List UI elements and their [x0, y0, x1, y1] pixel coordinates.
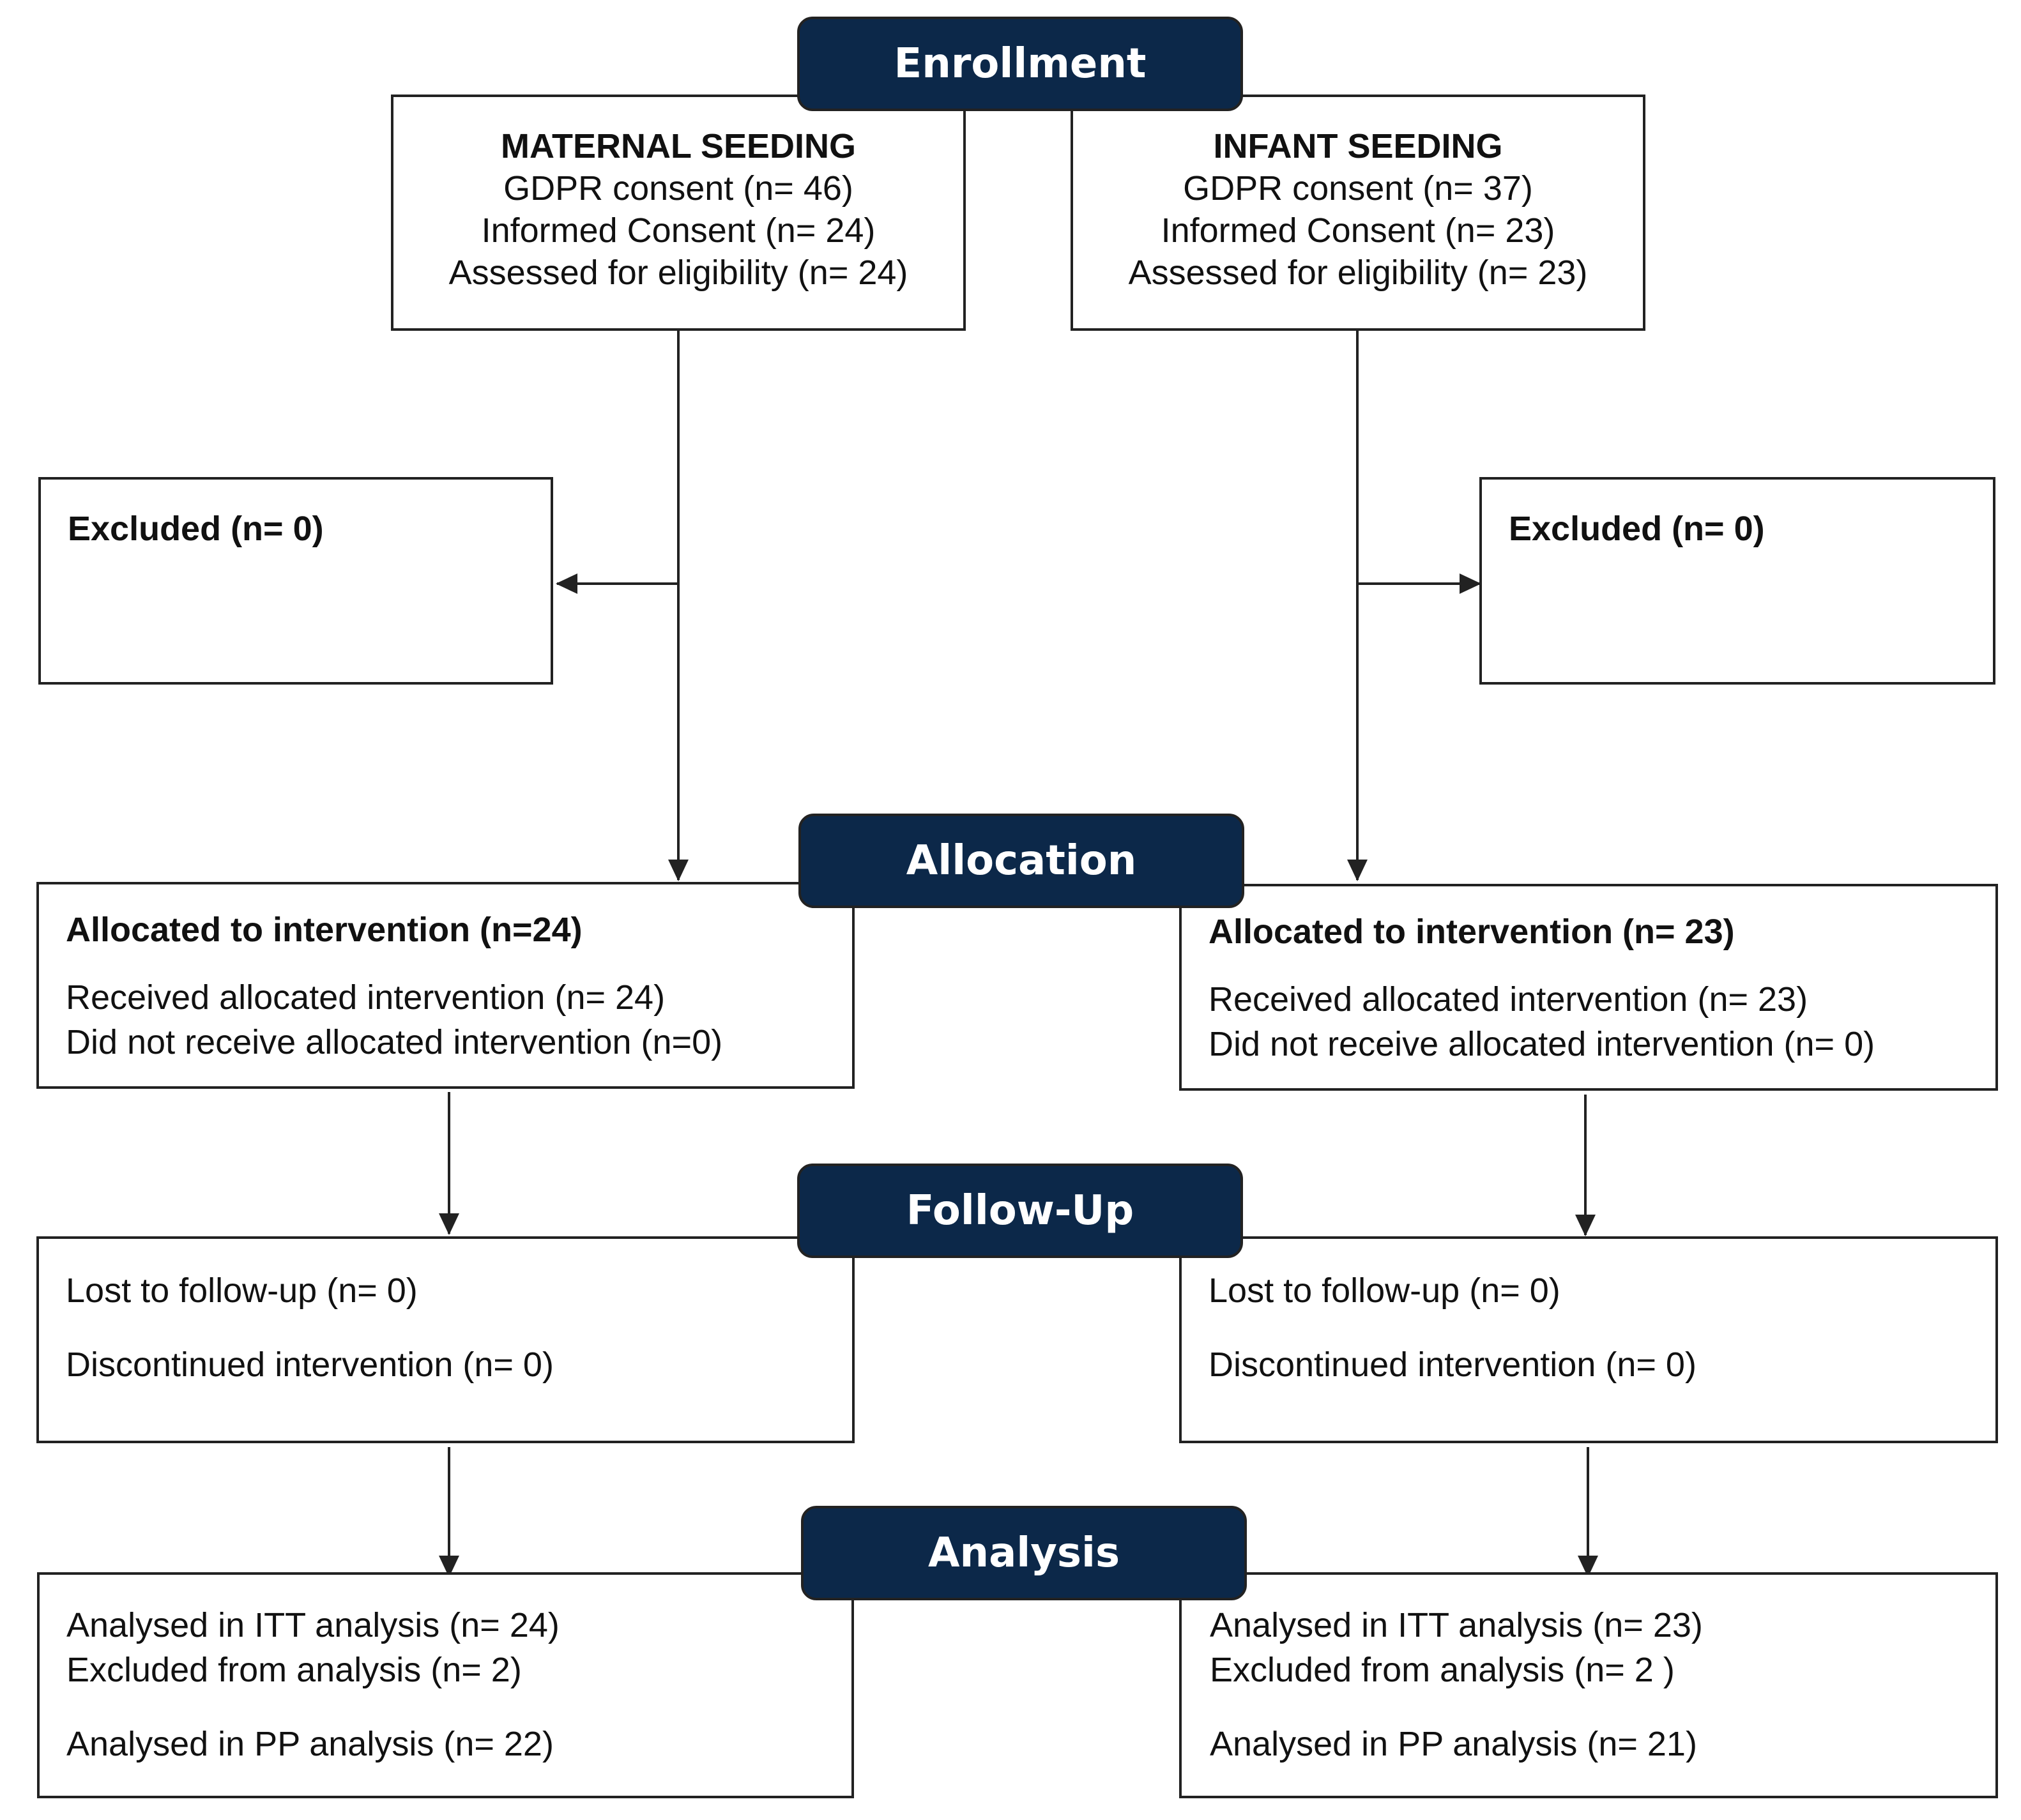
- infant-analysis-box: Analysed in ITT analysis (n= 23) Exclude…: [1179, 1572, 1998, 1798]
- infant-not-received: Did not receive allocated intervention (…: [1209, 1025, 1875, 1063]
- infant-itt: Analysed in ITT analysis (n= 23): [1210, 1606, 1703, 1644]
- infant-informed-consent: Informed Consent (n= 23): [1161, 211, 1555, 250]
- maternal-discontinued: Discontinued intervention (n= 0): [66, 1346, 554, 1384]
- maternal-enrollment-box: MATERNAL SEEDING GDPR consent (n= 46) In…: [391, 95, 966, 331]
- infant-pp: Analysed in PP analysis (n= 21): [1210, 1725, 1697, 1763]
- header-followup: Follow-Up: [797, 1164, 1243, 1258]
- maternal-received: Received allocated intervention (n= 24): [66, 978, 666, 1017]
- maternal-allocated: Allocated to intervention (n=24): [66, 911, 583, 949]
- maternal-lost: Lost to follow-up (n= 0): [66, 1271, 418, 1310]
- infant-title: INFANT SEEDING: [1213, 127, 1503, 165]
- infant-excluded: Excluded (n= 0): [1509, 510, 1765, 548]
- maternal-analysis-box: Analysed in ITT analysis (n= 24) Exclude…: [37, 1572, 854, 1798]
- infant-allocation-box: Allocated to intervention (n= 23) Receiv…: [1179, 884, 1998, 1091]
- arrowhead-maternal-allocation: [668, 860, 689, 881]
- maternal-excluded-analysis: Excluded from analysis (n= 2): [66, 1651, 522, 1689]
- maternal-informed-consent: Informed Consent (n= 24): [481, 211, 876, 250]
- maternal-title: MATERNAL SEEDING: [500, 127, 857, 165]
- arrowhead-infant-analysis: [1578, 1556, 1598, 1577]
- maternal-excluded: Excluded (n= 0): [68, 510, 324, 548]
- infant-discontinued: Discontinued intervention (n= 0): [1209, 1346, 1697, 1384]
- maternal-excluded-box: Excluded (n= 0): [38, 477, 553, 685]
- maternal-pp: Analysed in PP analysis (n= 22): [66, 1725, 554, 1763]
- maternal-assessed: Assessed for eligibility (n= 24): [448, 254, 908, 292]
- infant-excluded-analysis: Excluded from analysis (n= 2 ): [1210, 1651, 1675, 1689]
- maternal-itt: Analysed in ITT analysis (n= 24): [66, 1606, 560, 1644]
- infant-followup-box: Lost to follow-up (n= 0) Discontinued in…: [1179, 1236, 1998, 1443]
- maternal-not-received: Did not receive allocated intervention (…: [66, 1023, 723, 1061]
- arrowhead-maternal-analysis: [439, 1556, 459, 1577]
- maternal-allocation-box: Allocated to intervention (n=24) Receive…: [36, 882, 855, 1089]
- header-analysis: Analysis: [801, 1506, 1247, 1600]
- arrowhead-maternal-excluded: [556, 573, 577, 594]
- infant-enrollment-box: INFANT SEEDING GDPR consent (n= 37) Info…: [1071, 95, 1645, 331]
- maternal-gdpr-consent: GDPR consent (n= 46): [503, 169, 853, 208]
- arrowhead-infant-followup: [1575, 1215, 1596, 1236]
- arrowhead-infant-allocation: [1347, 860, 1368, 881]
- maternal-followup-box: Lost to follow-up (n= 0) Discontinued in…: [36, 1236, 855, 1443]
- infant-excluded-box: Excluded (n= 0): [1479, 477, 1995, 685]
- header-allocation: Allocation: [798, 814, 1244, 908]
- infant-allocated: Allocated to intervention (n= 23): [1209, 913, 1735, 951]
- arrowhead-maternal-followup: [439, 1213, 459, 1235]
- header-enrollment: Enrollment: [797, 17, 1243, 111]
- arrowhead-infant-excluded: [1460, 573, 1481, 594]
- infant-received: Received allocated intervention (n= 23): [1209, 980, 1808, 1019]
- infant-lost: Lost to follow-up (n= 0): [1209, 1271, 1560, 1310]
- infant-assessed: Assessed for eligibility (n= 23): [1128, 254, 1588, 292]
- infant-gdpr-consent: GDPR consent (n= 37): [1183, 169, 1533, 208]
